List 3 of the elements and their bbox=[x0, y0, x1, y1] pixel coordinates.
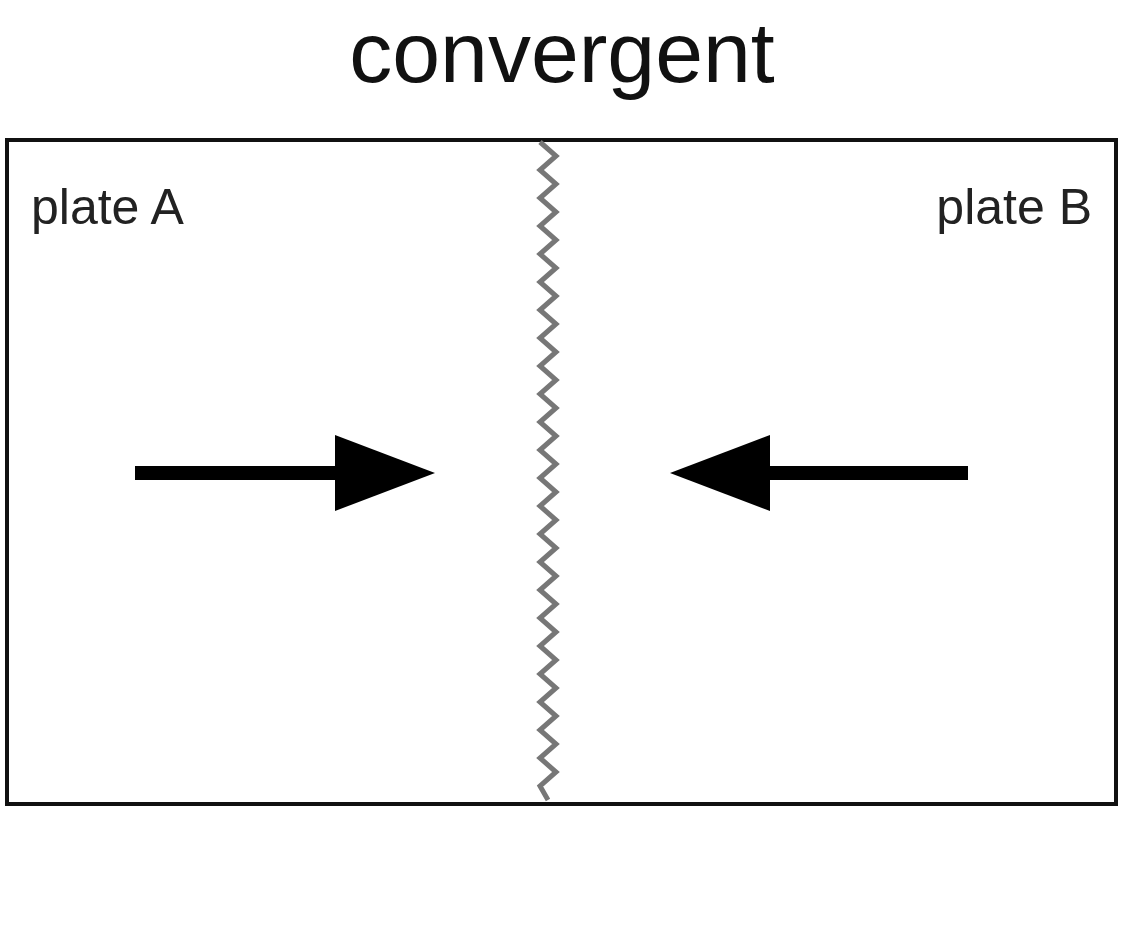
plate-label: plate A bbox=[31, 178, 184, 236]
diagram-title: convergent bbox=[348, 3, 776, 102]
plate-label: plate B bbox=[936, 178, 1092, 236]
